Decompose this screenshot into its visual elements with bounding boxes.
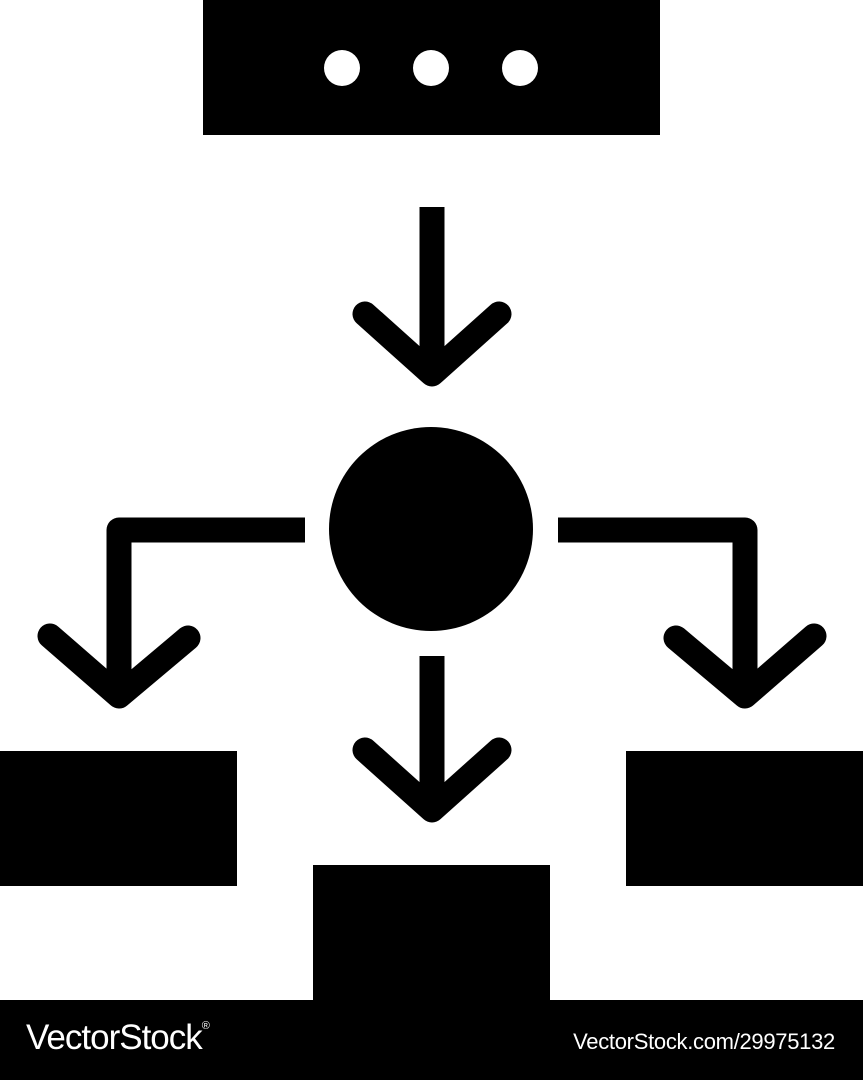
arrow-head-icon: [663, 623, 827, 709]
dot-icon: [413, 50, 449, 86]
arrow-head-icon: [352, 737, 512, 823]
arrow-head-icon: [37, 623, 201, 709]
left-output-box: [0, 751, 237, 886]
image-id-label: VectorStock.com/29975132: [573, 1029, 835, 1054]
arrow-shaft: [106, 517, 305, 690]
watermark-footer: VectorStock® VectorStock.com/29975132: [0, 1000, 863, 1080]
arrow-shaft: [558, 517, 758, 690]
arrow-circle-to-right-box: [558, 517, 827, 709]
arrow-circle-to-center-box: [352, 656, 512, 823]
center-output-box: [313, 865, 550, 1000]
arrow-top-to-circle: [352, 207, 512, 387]
dot-icon: [502, 50, 538, 86]
brand-name: VectorStock: [26, 1018, 203, 1057]
right-output-box: [626, 751, 863, 886]
brand-logo: VectorStock®: [26, 1018, 210, 1058]
arrow-head-icon: [352, 301, 512, 387]
arrow-circle-to-left-box: [37, 517, 305, 709]
center-circle-node: [329, 427, 533, 631]
registered-mark: ®: [201, 1020, 210, 1032]
flowchart-icon: [0, 0, 863, 1000]
dot-icon: [324, 50, 360, 86]
top-box-with-dots-icon: [203, 0, 660, 135]
